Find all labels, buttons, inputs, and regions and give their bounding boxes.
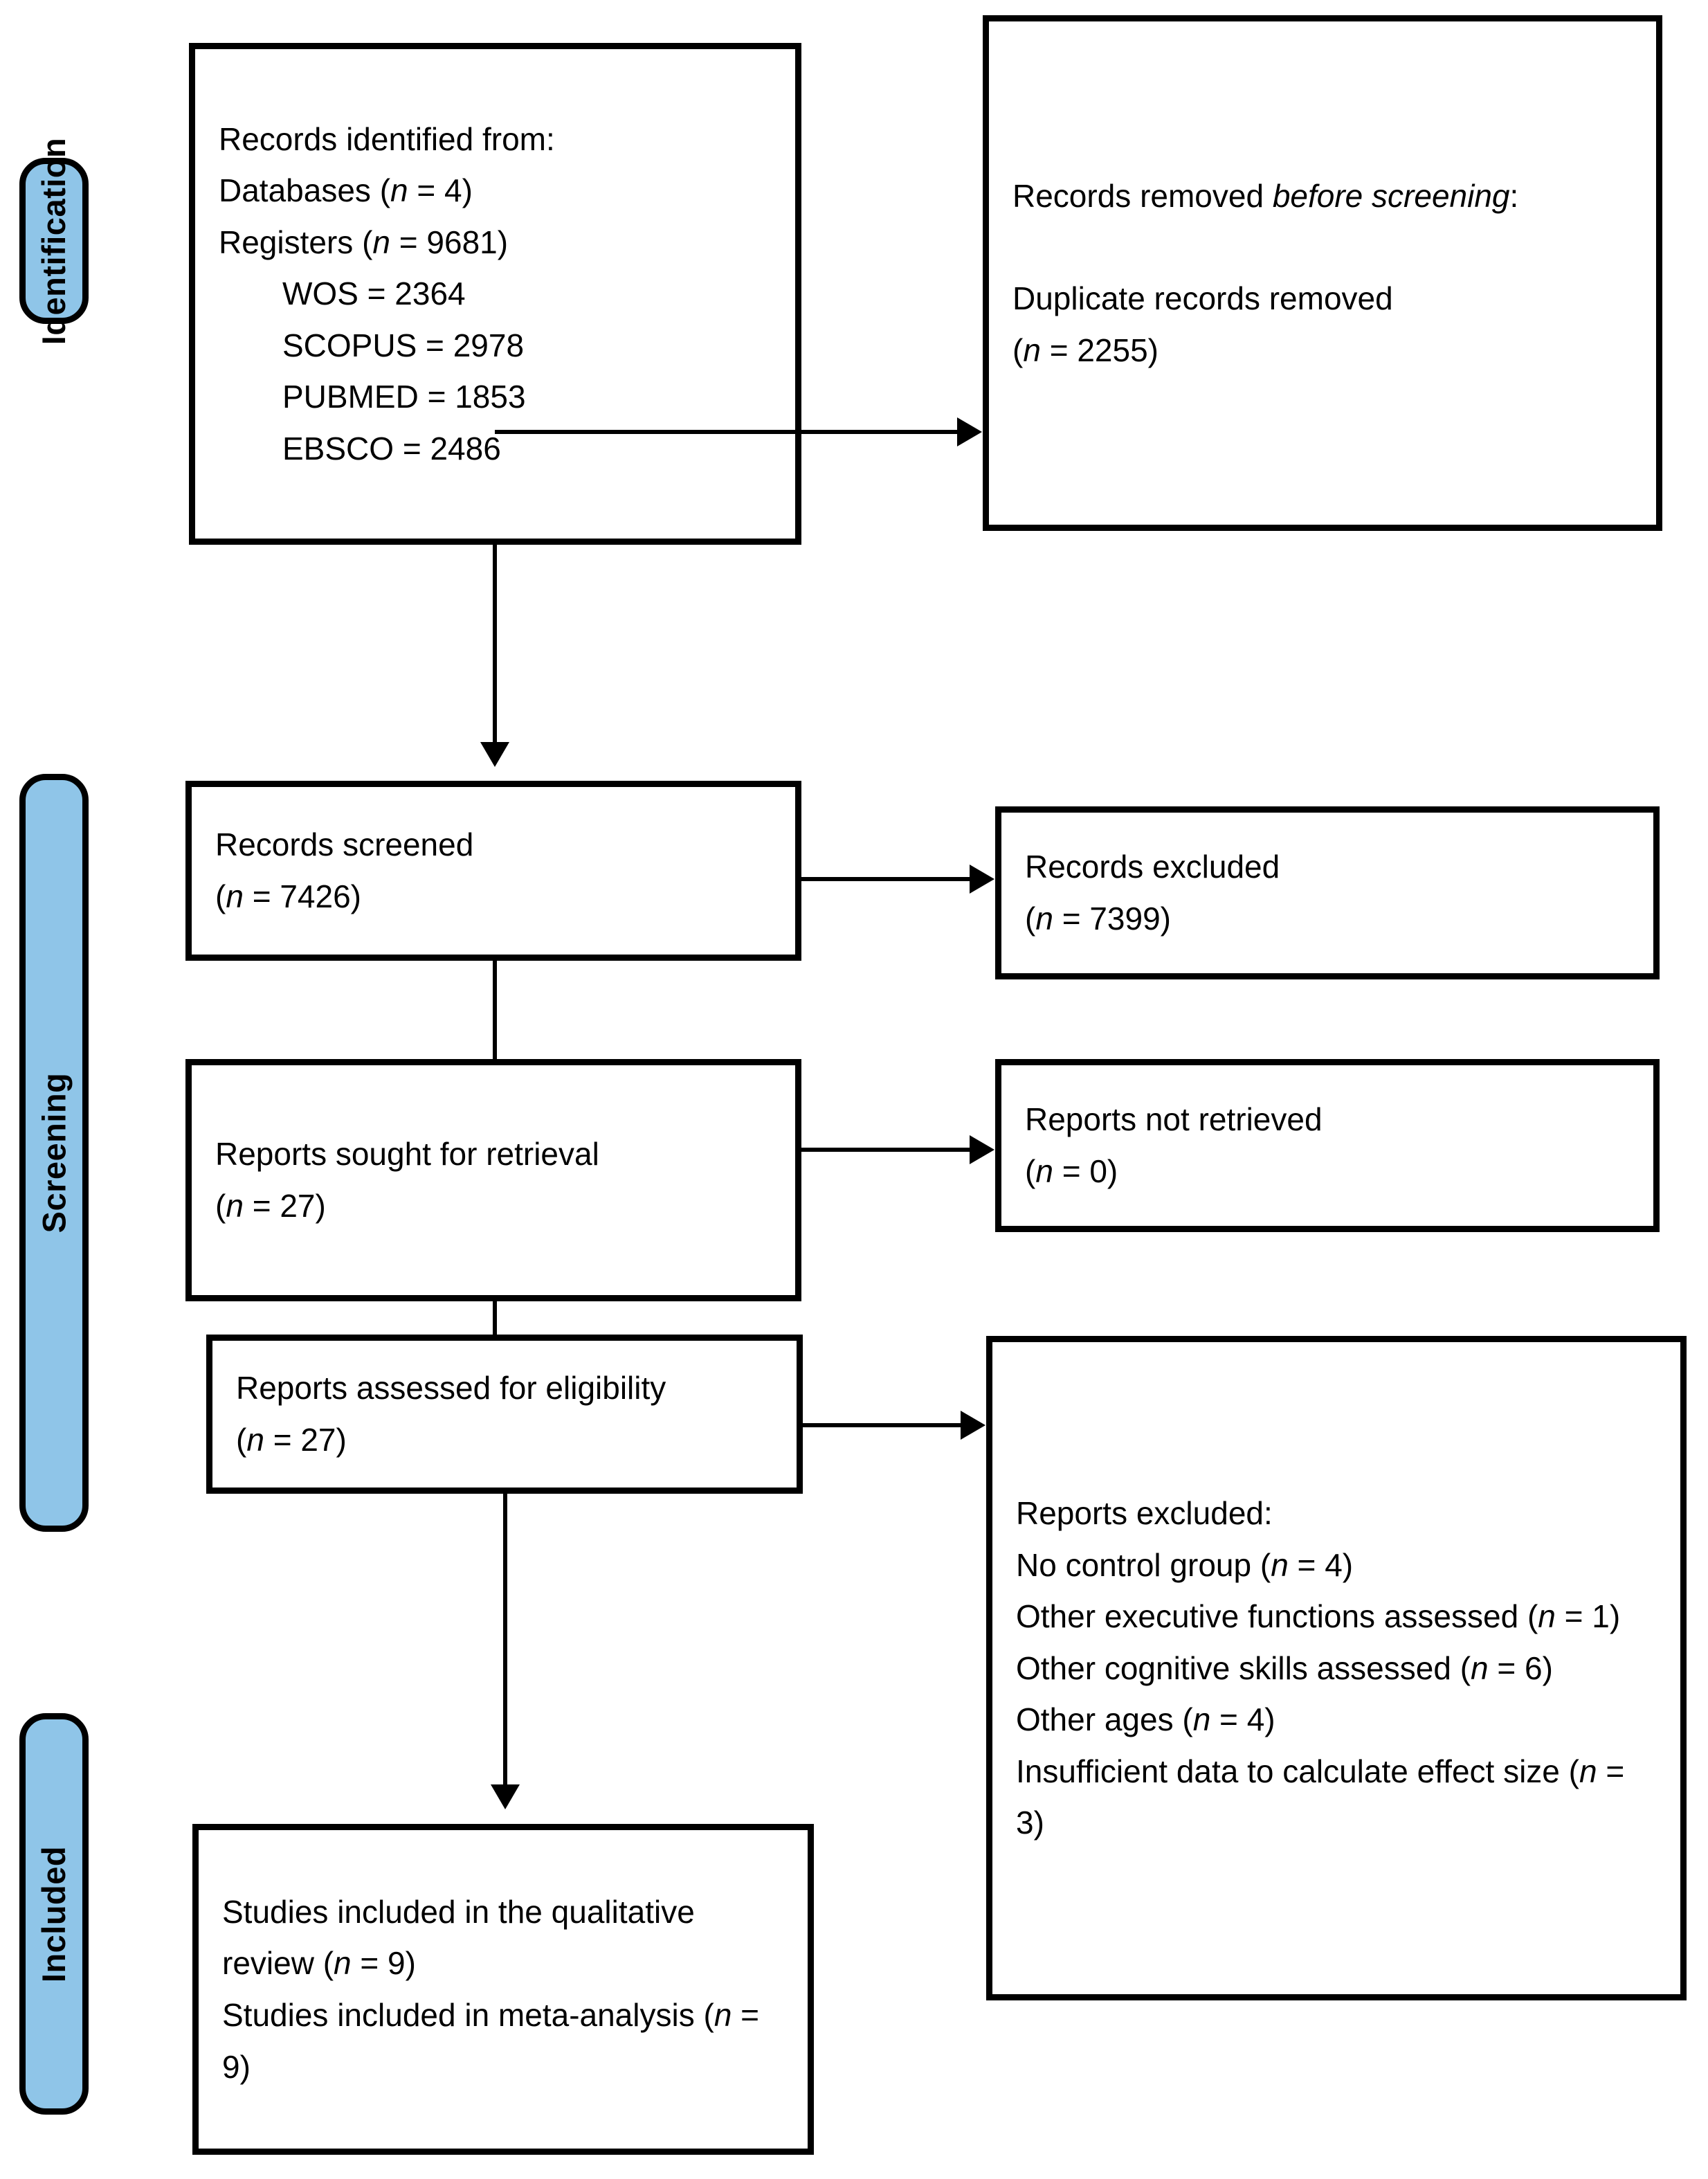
box-records-removed-before-screening: Records removed before screening: Duplic…: [983, 15, 1662, 531]
reports-sought-line1: Reports sought for retrieval: [215, 1136, 599, 1173]
arrowhead-sought-to-not-retrieved: [970, 1135, 994, 1164]
records-screened-line2: (n = 7426): [215, 878, 361, 914]
reports-assessed-line2: (n = 27): [236, 1422, 347, 1458]
reports-not-retrieved-line1: Reports not retrieved: [1025, 1101, 1323, 1138]
box-reports-not-retrieved: Reports not retrieved (n = 0): [995, 1059, 1660, 1232]
box-reports-sought-body: Reports sought for retrieval (n = 27): [192, 1128, 795, 1231]
box-reports-excluded-body: Reports excluded: No control group (n = …: [992, 1488, 1680, 1849]
records-identified-source-scopus: SCOPUS = 2978: [282, 327, 525, 363]
stage-pill-identification: Identification: [19, 137, 89, 345]
box-reports-assessed-for-eligibility: Reports assessed for eligibility (n = 27…: [206, 1335, 803, 1494]
box-reports-assessed-body: Reports assessed for eligibility (n = 27…: [212, 1362, 797, 1465]
box-reports-sought-for-retrieval: Reports sought for retrieval (n = 27): [185, 1059, 801, 1301]
records-identified-source-ebsco: EBSCO = 2486: [282, 430, 501, 467]
records-identified-databases: Databases (n = 4): [219, 172, 473, 209]
records-removed-spacer: [1012, 221, 1633, 273]
box-records-identified-body: Records identified from: Databases (n = …: [195, 114, 795, 475]
arrowhead-assessed-to-included: [491, 1784, 520, 1809]
box-reports-excluded: Reports excluded: No control group (n = …: [986, 1336, 1687, 2000]
stage-pill-included: Included: [19, 1713, 89, 2115]
records-removed-heading-italic: before screening: [1272, 177, 1510, 214]
records-identified-heading: Records identified from:: [219, 120, 555, 157]
stage-label-included: Included: [35, 1845, 73, 1982]
records-removed-heading-tail: :: [1509, 177, 1519, 214]
arrowhead-assessed-to-reports-excluded: [961, 1411, 985, 1440]
records-removed-line2: (n = 2255): [1012, 332, 1159, 368]
records-excluded-line1: Records excluded: [1025, 849, 1280, 885]
box-records-screened: Records screened (n = 7426): [185, 781, 801, 961]
connector-screened-to-sought: [493, 961, 497, 1085]
arrowhead-identified-to-removed: [957, 417, 982, 446]
reports-sought-line2: (n = 27): [215, 1188, 326, 1224]
box-records-excluded: Records excluded (n = 7399): [995, 806, 1660, 979]
box-reports-not-retrieved-body: Reports not retrieved (n = 0): [1001, 1094, 1653, 1197]
stage-pill-screening: Screening: [19, 774, 89, 1532]
reports-excluded-reason-no-control-group: No control group (n = 4): [1016, 1546, 1354, 1583]
reports-excluded-heading: Reports excluded:: [1016, 1495, 1273, 1532]
connector-identified-to-screened: [493, 545, 497, 745]
box-studies-included: Studies included in the qualitative revi…: [192, 1824, 814, 2155]
records-removed-heading-plain: Records removed: [1012, 177, 1273, 214]
reports-assessed-line1: Reports assessed for eligibility: [236, 1370, 666, 1407]
records-removed-line1: Duplicate records removed: [1012, 280, 1393, 317]
connector-identified-to-removed: [495, 430, 957, 434]
reports-excluded-reason-other-ages: Other ages (n = 4): [1016, 1701, 1275, 1738]
connector-assessed-to-reports-excluded: [801, 1423, 961, 1427]
connector-screened-to-excluded: [799, 877, 970, 881]
reports-excluded-reason-other-cognitive-skills: Other cognitive skills assessed (n = 6): [1016, 1649, 1553, 1686]
connector-assessed-to-included: [503, 1494, 507, 1788]
connector-sought-to-not-retrieved: [799, 1148, 970, 1152]
stage-label-identification: Identification: [35, 137, 73, 345]
records-screened-line1: Records screened: [215, 826, 474, 863]
records-identified-registers: Registers (n = 9681): [219, 224, 509, 260]
arrowhead-screened-to-excluded: [970, 865, 994, 894]
records-removed-heading: Records removed before screening:: [1012, 170, 1633, 222]
box-records-screened-body: Records screened (n = 7426): [192, 819, 795, 922]
studies-included-qualitative-review: Studies included in the qualitative revi…: [222, 1893, 695, 1982]
reports-excluded-reason-insufficient-data: Insufficient data to calculate effect si…: [1016, 1753, 1625, 1841]
records-identified-source-wos: WOS = 2364: [282, 275, 466, 312]
box-records-removed-body: Records removed before screening: Duplic…: [989, 170, 1656, 377]
records-excluded-line2: (n = 7399): [1025, 901, 1171, 937]
arrowhead-identified-to-screened: [480, 742, 509, 767]
studies-included-meta-analysis: Studies included in meta-analysis (n = 9…: [222, 1997, 760, 2085]
reports-excluded-reason-other-executive-functions: Other executive functions assessed (n = …: [1016, 1598, 1621, 1635]
stage-label-screening: Screening: [35, 1072, 73, 1233]
box-records-excluded-body: Records excluded (n = 7399): [1001, 841, 1653, 944]
box-studies-included-body: Studies included in the qualitative revi…: [199, 1886, 808, 2092]
reports-not-retrieved-line2: (n = 0): [1025, 1153, 1118, 1189]
records-identified-source-pubmed: PUBMED = 1853: [282, 379, 526, 415]
box-records-identified: Records identified from: Databases (n = …: [189, 43, 801, 545]
